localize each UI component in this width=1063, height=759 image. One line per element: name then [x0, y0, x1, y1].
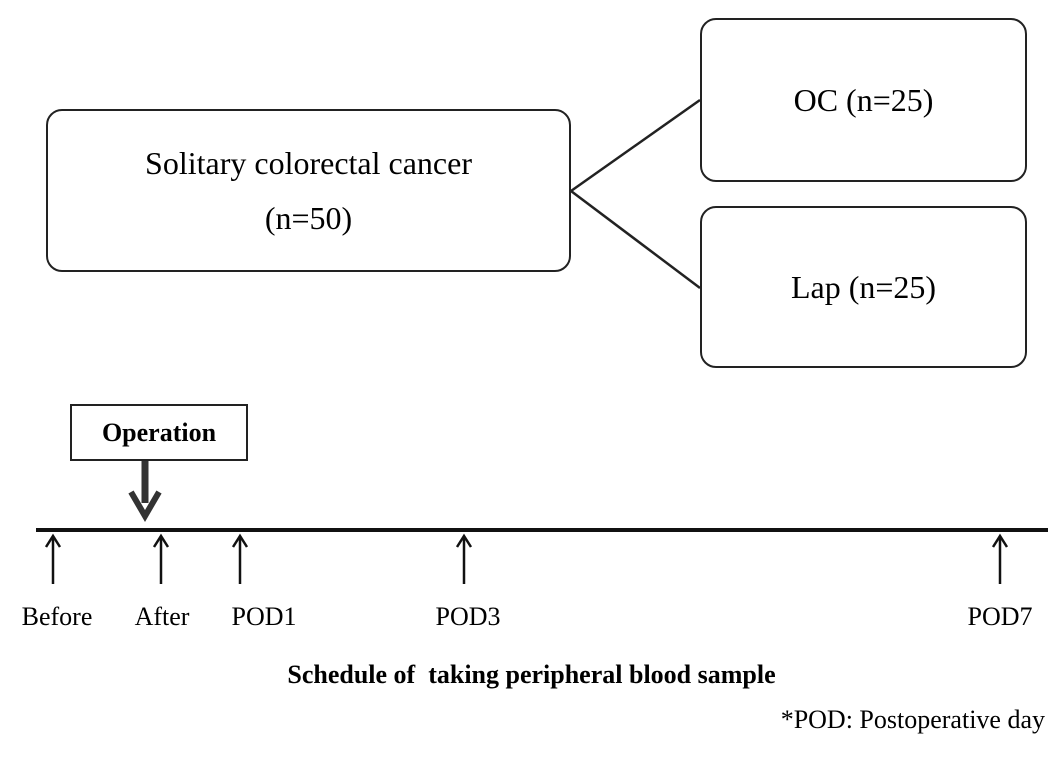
timepoint-label-pod1: POD1	[231, 602, 297, 631]
lap-group-box: Lap (n=25)	[700, 206, 1027, 368]
sample-arrow-pod1	[231, 533, 249, 584]
footnote: *POD: Postoperative day	[780, 705, 1045, 734]
lap-group-label: Lap (n=25)	[790, 268, 937, 305]
timepoint-label-after: After	[134, 602, 190, 631]
connector-to-oc	[570, 98, 701, 193]
operation-label: Operation	[101, 417, 217, 447]
sample-arrow-pod7	[991, 533, 1009, 584]
oc-group-label: OC (n=25)	[793, 81, 934, 118]
sample-arrow-pod3	[455, 533, 473, 584]
timepoint-label-pod7: POD7	[967, 602, 1033, 631]
sample-arrow-after	[152, 533, 170, 584]
sample-arrow-before	[44, 533, 62, 584]
timepoint-label-before: Before	[21, 602, 93, 631]
operation-box: Operation	[70, 404, 248, 461]
timepoint-label-pod3: POD3	[435, 602, 501, 631]
cohort-title: Solitary colorectal cancer	[145, 145, 472, 182]
connector-to-lap	[570, 190, 701, 289]
oc-group-box: OC (n=25)	[700, 18, 1027, 182]
operation-arrow	[128, 461, 162, 522]
cohort-count: (n=50)	[264, 199, 353, 236]
cohort-box: Solitary colorectal cancer (n=50)	[46, 109, 571, 272]
schedule-title: Schedule of taking peripheral blood samp…	[287, 660, 776, 689]
